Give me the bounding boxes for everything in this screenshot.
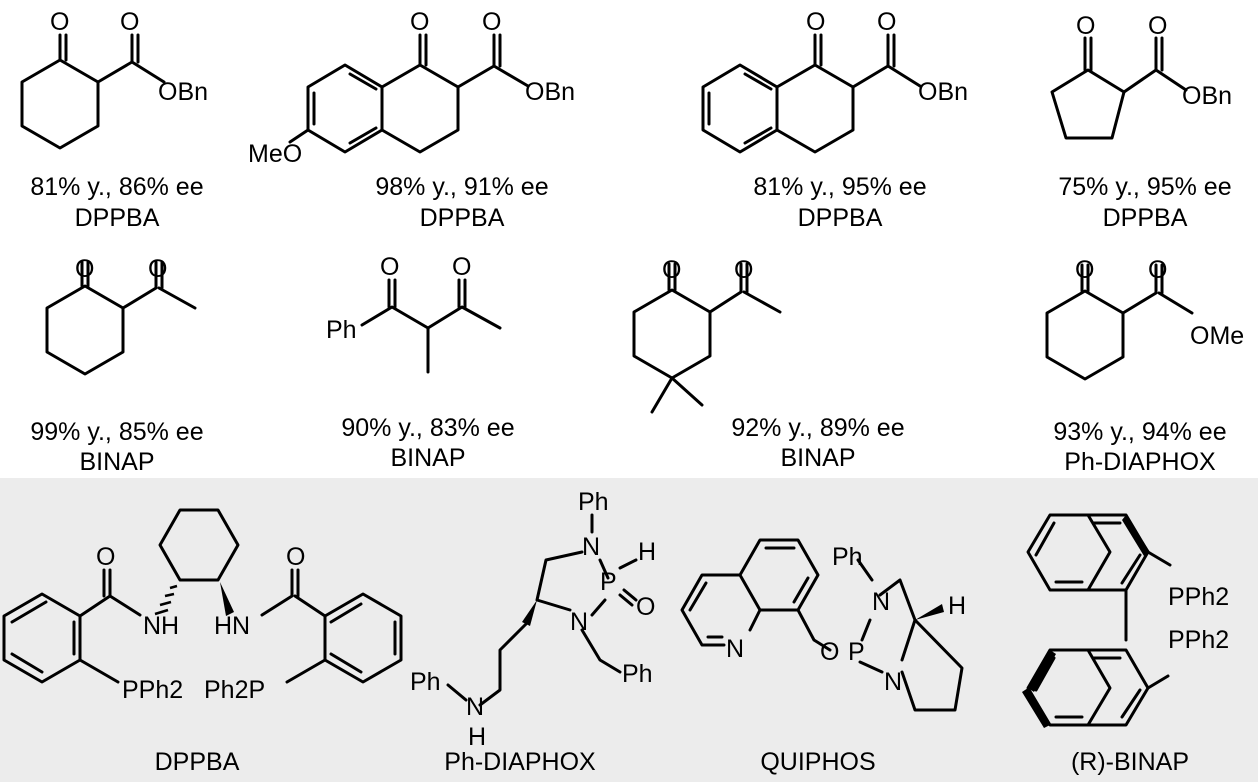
- substrate-7-result: 92% y., 89% ee: [731, 414, 904, 442]
- atom-label: N: [872, 588, 890, 616]
- atom-label: O: [734, 256, 753, 284]
- substrate-7-ligand: BINAP: [780, 444, 855, 472]
- atom-label: Ph: [410, 668, 441, 696]
- substrate-8-ligand: Ph-DIAPHOX: [1064, 448, 1216, 476]
- atom-label: P: [848, 638, 865, 666]
- atom-label: N: [466, 693, 484, 721]
- atom-label: PPh2: [1168, 583, 1229, 611]
- substrate-7-structure: O O: [632, 256, 782, 414]
- atom-label: O: [662, 256, 681, 284]
- atom-label: O: [636, 593, 655, 621]
- atom-label: O: [1076, 12, 1095, 40]
- quiphos-structure: N O P Ph N N H: [680, 538, 966, 712]
- atom-label: OBn: [1182, 82, 1232, 110]
- substrate-6-ligand: BINAP: [390, 444, 465, 472]
- substrate-5-structure: O O: [45, 255, 197, 376]
- atom-label: O: [50, 8, 69, 36]
- substrate-2-result: 98% y., 91% ee: [375, 173, 548, 201]
- atom-label: O: [482, 8, 501, 36]
- substrate-1-ligand: DPPBA: [75, 204, 160, 232]
- atom-label: N: [582, 533, 600, 561]
- atom-label: N: [570, 608, 588, 636]
- atom-label: Ph: [326, 316, 357, 344]
- substrate-5-ligand: BINAP: [79, 448, 154, 476]
- substrate-5-result: 99% y., 85% ee: [30, 418, 203, 446]
- atom-label: P: [600, 568, 617, 596]
- substrate-2-ligand: DPPBA: [420, 204, 505, 232]
- atom-label: OBn: [158, 78, 208, 106]
- atom-label: Ph: [622, 660, 653, 688]
- atom-label: OBn: [918, 78, 968, 106]
- atom-label: H: [468, 723, 486, 751]
- atom-label: O: [410, 8, 429, 36]
- substrate-3-result: 81% y., 95% ee: [753, 173, 926, 201]
- atom-label: OBn: [525, 78, 575, 106]
- binap-structure: PPh2 PPh2: [1022, 513, 1229, 728]
- atom-label: H: [638, 538, 656, 566]
- substrate-8-result: 93% y., 94% ee: [1053, 418, 1226, 446]
- atom-label: OMe: [1190, 322, 1244, 350]
- atom-label: Ph: [832, 543, 863, 571]
- dppba-label: DPPBA: [155, 748, 240, 776]
- substrate-4-ligand: DPPBA: [1103, 204, 1188, 232]
- substrate-4-structure: O O OBn: [1050, 12, 1232, 140]
- atom-label: Ph: [578, 488, 609, 516]
- atom-label: N: [884, 668, 902, 696]
- atom-label: Ph2P: [204, 676, 265, 704]
- atom-label: O: [75, 255, 94, 283]
- substrate-1-structure: O O OBn: [20, 8, 208, 150]
- atom-label: HN: [214, 612, 250, 640]
- atom-label: O: [286, 543, 305, 571]
- atom-label: O: [1148, 256, 1167, 284]
- substrate-3-structure: O O OBn: [701, 8, 968, 154]
- atom-label: H: [948, 592, 966, 620]
- diaphox-label: Ph-DIAPHOX: [444, 748, 596, 776]
- substrate-3-ligand: DPPBA: [798, 204, 883, 232]
- atom-label: PPh2: [122, 676, 183, 704]
- ligand-panel: [0, 478, 1258, 782]
- atom-label: O: [120, 8, 139, 36]
- substrate-2-structure: O O OBn MeO: [248, 8, 575, 168]
- substrate-8-structure: O O OMe: [1045, 256, 1244, 381]
- atom-label: N: [726, 635, 744, 663]
- atom-label: O: [806, 8, 825, 36]
- atom-label: O: [380, 253, 399, 281]
- binap-label: (R)-BINAP: [1071, 748, 1189, 776]
- atom-label: PPh2: [1168, 626, 1229, 654]
- substrate-4-result: 75% y., 95% ee: [1058, 173, 1231, 201]
- atom-label: O: [452, 253, 471, 281]
- atom-label: O: [96, 543, 115, 571]
- dppba-structure: O O NH HN PPh2 Ph2P: [2, 508, 403, 704]
- diaphox-structure: Ph N P H O N Ph Ph N H: [410, 488, 656, 751]
- quiphos-label: QUIPHOS: [760, 748, 875, 776]
- atom-label: O: [1075, 256, 1094, 284]
- atom-label: MeO: [248, 140, 302, 168]
- atom-label: O: [820, 638, 839, 666]
- atom-label: O: [1148, 12, 1167, 40]
- substrate-6-result: 90% y., 83% ee: [341, 414, 514, 442]
- atom-label: O: [877, 8, 896, 36]
- atom-label: NH: [143, 612, 179, 640]
- atom-label: O: [148, 255, 167, 283]
- substrate-6-structure: O O Ph: [326, 253, 502, 374]
- substrate-1-result: 81% y., 86% ee: [30, 173, 203, 201]
